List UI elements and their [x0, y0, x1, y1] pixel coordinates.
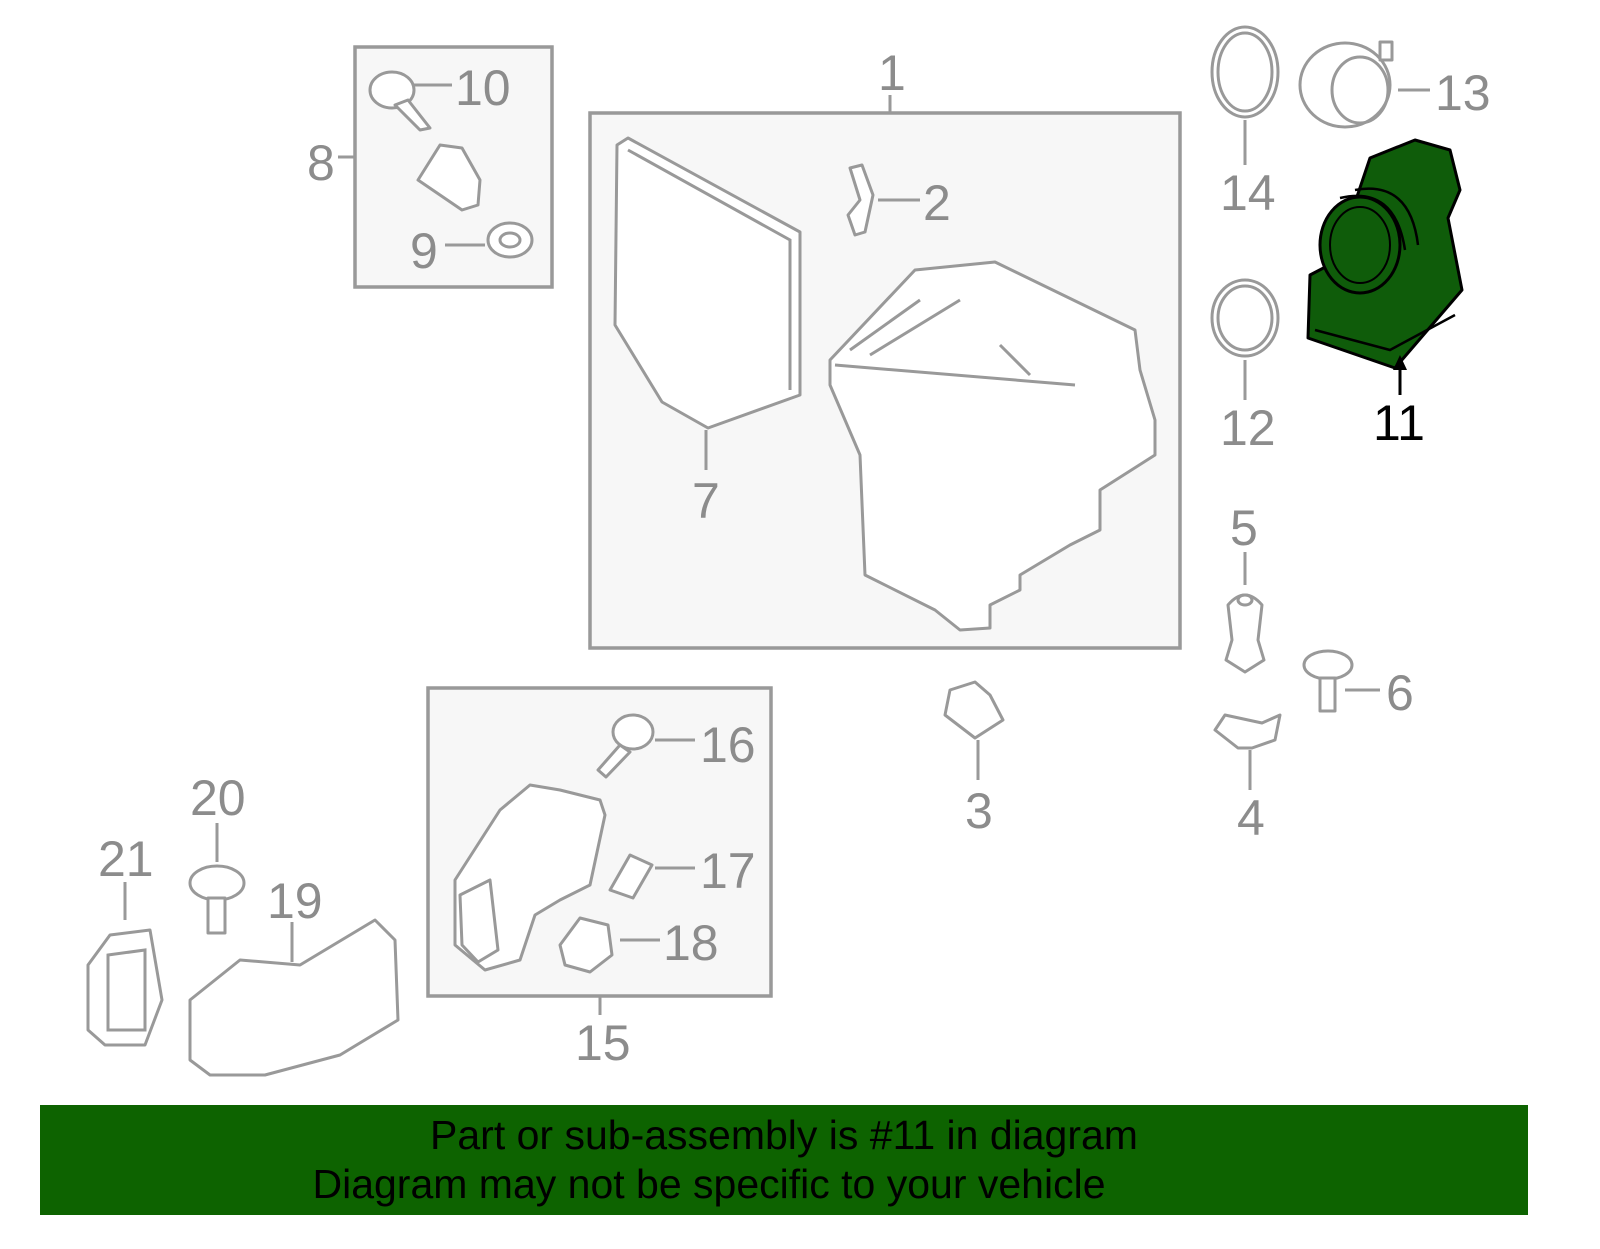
callout-13: 13 [1435, 65, 1491, 121]
part-15-duct[interactable] [453, 783, 607, 972]
callout-7: 7 [692, 473, 720, 529]
callout-6: 6 [1386, 665, 1414, 721]
callout-10: 10 [455, 60, 511, 116]
part-10-screw[interactable] [368, 70, 432, 132]
callout-18: 18 [663, 915, 719, 971]
callout-11: 11 [1373, 395, 1425, 451]
callout-20: 20 [190, 770, 246, 826]
callout-14: 14 [1220, 165, 1276, 221]
part-8-clip[interactable] [416, 143, 482, 212]
part-13-sensor[interactable] [1298, 40, 1394, 129]
part-1-airbox[interactable] [828, 260, 1157, 632]
callout-8: 8 [307, 135, 335, 191]
callout-2: 2 [923, 175, 951, 231]
part-11-air-intake-highlighted[interactable] [1306, 138, 1464, 370]
part-17-grommet[interactable] [608, 853, 654, 900]
part-21-grille[interactable] [86, 928, 164, 1047]
banner-line-2: Diagram may not be specific to your vehi… [312, 1161, 1106, 1207]
info-banner: Part or sub-assembly is #11 in diagram D… [40, 1105, 1528, 1215]
callout-17: 17 [700, 843, 756, 899]
callout-12: 12 [1220, 400, 1276, 456]
part-3-bracket[interactable] [943, 680, 1005, 740]
callout-21: 21 [98, 831, 154, 887]
part-9-washer[interactable] [486, 221, 534, 259]
part-19-duct[interactable] [188, 918, 400, 1077]
callout-9: 9 [410, 223, 438, 279]
banner-line-1: Part or sub-assembly is #11 in diagram [430, 1112, 1138, 1158]
callout-15: 15 [575, 1015, 631, 1071]
callout-3: 3 [965, 783, 993, 839]
part-16-bolt[interactable] [596, 713, 655, 779]
part-18-mount[interactable] [558, 916, 614, 974]
callout-1: 1 [878, 45, 906, 101]
callout-19: 19 [267, 873, 323, 929]
callout-16: 16 [700, 717, 756, 773]
part-6-bolt[interactable] [1302, 649, 1354, 713]
part-4-bracket[interactable] [1213, 713, 1282, 750]
part-2-clip[interactable] [846, 163, 875, 237]
part-5-sensor[interactable] [1224, 593, 1266, 674]
part-12-clamp[interactable] [1210, 278, 1280, 358]
part-20-bolt[interactable] [188, 864, 246, 935]
part-7-filter[interactable] [613, 136, 802, 430]
callout-4: 4 [1237, 790, 1265, 846]
part-14-clamp[interactable] [1210, 25, 1280, 119]
callout-5: 5 [1230, 500, 1258, 556]
